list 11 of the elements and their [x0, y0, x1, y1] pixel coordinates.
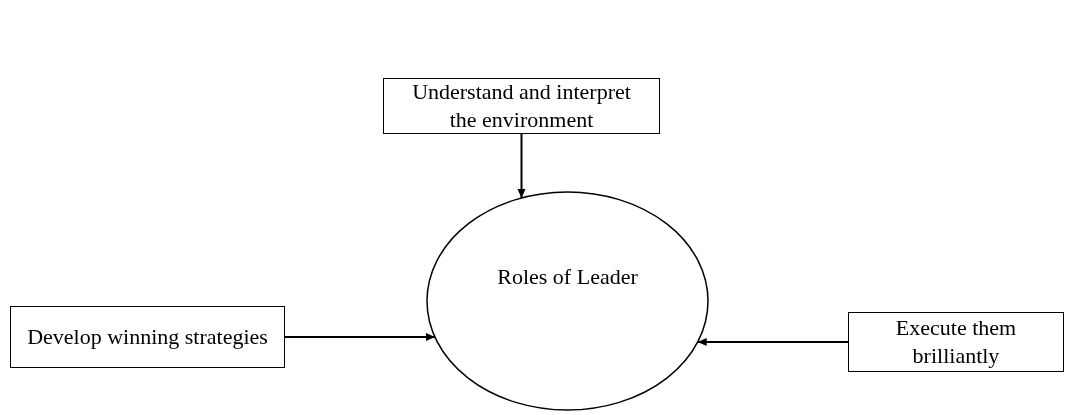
arrow	[284, 333, 436, 341]
arrow	[696, 338, 849, 346]
node-text: Execute them brilliantly	[894, 314, 1018, 370]
process-box	[10, 306, 285, 368]
node-text: Understand and interpret the environment	[411, 78, 632, 134]
node-text: Develop winning strategies	[27, 323, 268, 351]
arrow	[517, 133, 526, 199]
process-box	[383, 78, 660, 134]
ellipse-node	[426, 191, 709, 411]
node-text: Roles of Leader	[497, 263, 638, 291]
process-box	[848, 312, 1064, 372]
